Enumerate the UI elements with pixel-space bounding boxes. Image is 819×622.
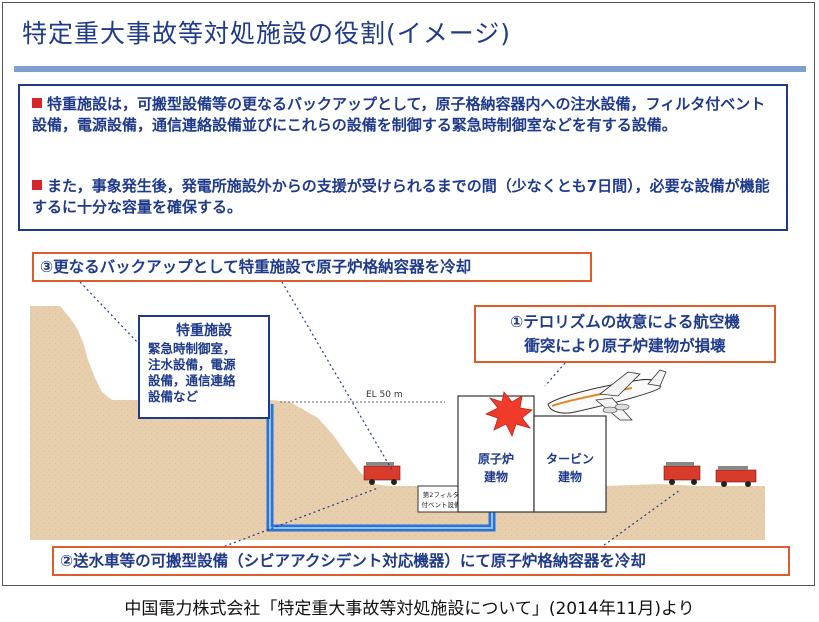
info-bullet-1-text: 特重施設は，可搬型設備等の更なるバックアップとして，原子格納容器内への注水設備，… [32, 95, 766, 134]
turbine-label-2: 建物 [557, 469, 582, 484]
facility-line: 注水設備，電源 [148, 357, 236, 372]
hillside-terrain [30, 306, 765, 540]
facility-body: 緊急時制御室， 注水設備，電源 設備，通信連絡 設備など [148, 341, 236, 405]
callout-aircraft-line-2: 衝突により原子炉建物が損壊 [524, 337, 726, 355]
leader-line-2-right [599, 489, 681, 549]
leader-line-3-left [79, 281, 141, 346]
turbine-building [533, 415, 607, 513]
filter-vent-label-1: 第2フィルタ [423, 490, 460, 499]
info-bullet-2: また，事象発生後，発電所施設外からの支援が受けられるまでの間（少なくとも7日間）… [32, 176, 772, 218]
facility-heading: 特重施設 [176, 323, 232, 339]
callout-backup-cooling: ③更なるバックアップとして特重施設で原子炉格納容器を冷却 [32, 252, 592, 282]
bullet-square-icon [32, 98, 42, 108]
callout-aircraft-line-1: ①テロリズムの故意による航空機 [510, 313, 740, 331]
water-injection-pipe-inner [269, 404, 493, 529]
info-box: 特重施設は，可搬型設備等の更なるバックアップとして，原子格納容器内への注水設備，… [18, 84, 788, 231]
explosion-icon [484, 391, 533, 438]
leader-line-1 [544, 362, 566, 387]
callout-aircraft-impact: ①テロリズムの故意による航空機 衝突により原子炉建物が損壊 [474, 305, 776, 363]
facility-line: 緊急時制御室， [148, 341, 236, 356]
leader-line-3-right [281, 281, 393, 471]
fire-truck-icon [363, 462, 401, 485]
source-caption: 中国電力株式会社「特定重大事故等対処施設について」(2014年11月)より [124, 599, 695, 619]
page-title: 特定重大事故等対処施設の役割(イメージ) [22, 19, 512, 48]
facility-box: 特重施設 緊急時制御室， 注水設備，電源 設備，通信連絡 設備など [138, 315, 270, 419]
info-bullet-2-text: また，事象発生後，発電所施設外からの支援が受けられるまでの間（少なくとも7日間）… [32, 177, 770, 216]
leader-line-2-left [219, 487, 379, 549]
bullet-square-icon [32, 180, 42, 190]
lower-ground [30, 486, 765, 540]
title-underline-bar [14, 66, 806, 72]
info-bullet-1: 特重施設は，可搬型設備等の更なるバックアップとして，原子格納容器内への注水設備，… [32, 94, 772, 136]
fire-truck-icon [663, 462, 701, 485]
airplane-icon [547, 369, 667, 421]
fire-truck-icon [715, 466, 757, 487]
elevation-label: EL 50 m [366, 390, 403, 400]
facility-line: 設備など [148, 389, 199, 404]
filter-vent-label-2: 付ベント設備 [422, 500, 462, 509]
callout-portable-cooling: ②送水車等の可搬型設備（シビアアクシデント対応機器）にて原子炉格納容器を冷却 [52, 546, 790, 576]
turbine-label-1: タービン [546, 451, 594, 466]
facility-line: 設備，通信連絡 [148, 373, 236, 388]
reactor-label-1: 原子炉 [478, 451, 514, 466]
reactor-label-2: 建物 [483, 469, 508, 484]
